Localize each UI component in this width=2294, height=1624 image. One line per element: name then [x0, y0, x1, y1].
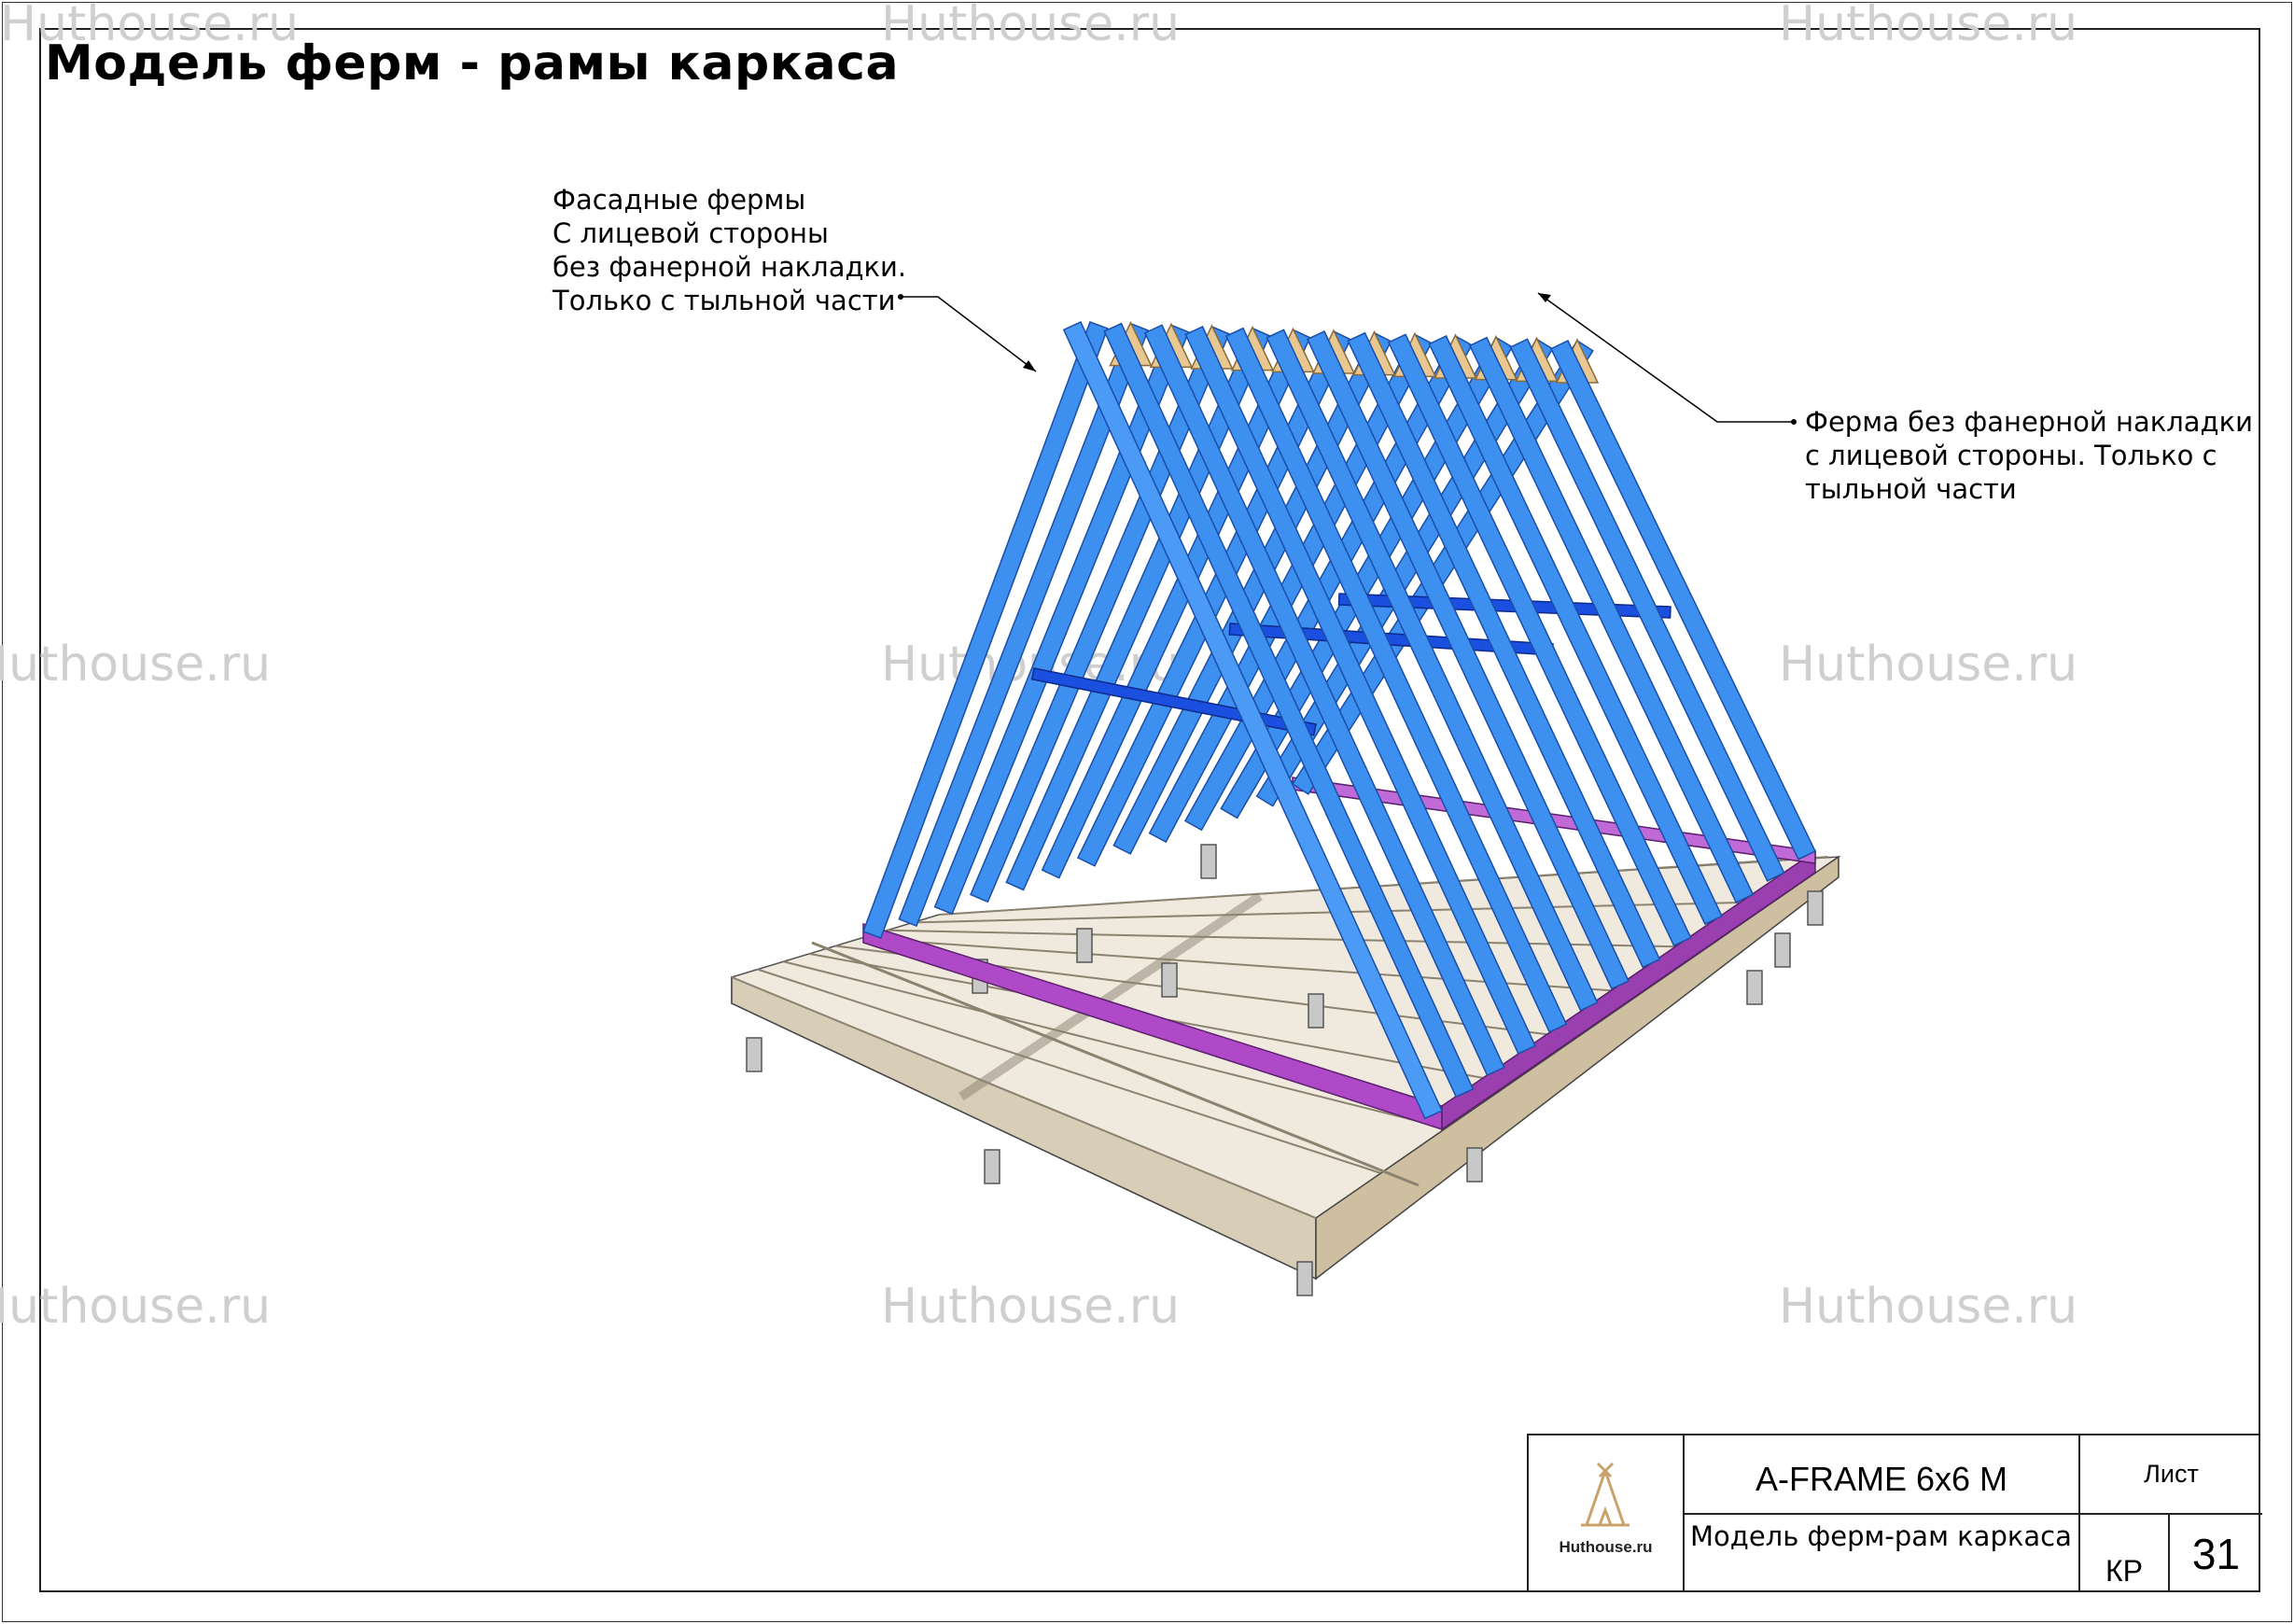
- rafter-left-leg: [1291, 339, 1594, 795]
- annotation-line: без фанерной накладки.: [553, 251, 907, 283]
- pile: [1076, 928, 1093, 963]
- floor-beam: [958, 891, 1263, 1101]
- leader-arrow-left: [1023, 360, 1036, 371]
- watermark: Huthouse.ru: [1779, 1279, 2078, 1335]
- leader-dot-right: [1791, 419, 1797, 425]
- page-title: Модель ферм - рамы каркаса: [45, 35, 900, 91]
- project-name: A-FRAME 6x6 M: [1685, 1435, 2080, 1515]
- pile: [1200, 844, 1217, 879]
- annotation-line: Ферма без фанерной накладки: [1805, 406, 2253, 438]
- annotation-line: с лицевой стороны. Только с: [1805, 440, 2217, 471]
- annotation-line: Фасадные фермы: [553, 184, 806, 216]
- rafter-right-leg: [1184, 326, 1536, 1055]
- leader-line-right: [1537, 292, 1794, 423]
- annotation-line: тыльной части: [1805, 473, 2017, 505]
- floor-joist: [757, 968, 1380, 1174]
- rafter-left-leg: [898, 322, 1150, 928]
- title-block: Huthouse.ru A-FRAME 6x6 M Модель ферм-ра…: [1527, 1434, 2262, 1592]
- leader-dot-left: [898, 294, 903, 300]
- rafter-right-leg: [1306, 330, 1630, 990]
- watermark: Huthouse.ru: [1779, 637, 2078, 693]
- annotation-facade-trusses: Фасадные фермы С лицевой стороны без фан…: [553, 183, 906, 317]
- leader-arrow-right: [1538, 293, 1551, 302]
- rafter-left-leg: [933, 324, 1190, 916]
- rafter-right-leg: [1509, 338, 1785, 882]
- pile: [1296, 1261, 1313, 1296]
- leader-line-left: [901, 296, 1037, 372]
- annotation-line: Только с тыльной части: [553, 285, 896, 316]
- rafter-right-leg: [1549, 339, 1817, 861]
- rafter-right-leg: [1224, 327, 1568, 1033]
- watermark: Huthouse.ru: [0, 637, 272, 693]
- rafter-right-leg: [1266, 329, 1599, 1012]
- sheet-frame: [39, 28, 2260, 1592]
- rafter-right-leg: [1387, 333, 1692, 947]
- pile: [1746, 970, 1763, 1005]
- watermark: Huthouse.ru: [0, 1279, 272, 1335]
- rafter-left-leg: [862, 321, 1109, 939]
- annotation-line: С лицевой стороны: [553, 217, 829, 249]
- logo-cell: Huthouse.ru: [1529, 1435, 1685, 1592]
- annotation-leaders: [898, 292, 1797, 425]
- section-code: КР: [2080, 1515, 2170, 1592]
- pile: [1774, 932, 1791, 968]
- rafter-right-leg: [1468, 336, 1755, 903]
- pile: [1161, 962, 1178, 998]
- watermark: Huthouse.ru: [881, 0, 1181, 52]
- pile: [1807, 890, 1824, 926]
- floor-joist: [731, 976, 1317, 1219]
- rafter-right-leg: [1143, 324, 1505, 1077]
- pile: [984, 1149, 1000, 1184]
- pile: [1308, 993, 1324, 1029]
- watermark: Huthouse.ru: [1779, 0, 2078, 52]
- watermark: Huthouse.ru: [881, 1279, 1181, 1335]
- rafter-right-leg: [1103, 322, 1475, 1099]
- rafter-right-leg: [1062, 321, 1443, 1120]
- rafter-right-leg: [1347, 331, 1661, 969]
- watermark: Huthouse.ru: [0, 0, 300, 52]
- rafter-left-leg: [970, 326, 1230, 903]
- floor-beam: [811, 941, 1420, 1187]
- sheet-description: Модель ферм-рам каркаса: [1685, 1515, 2080, 1592]
- truss-rafters: [862, 320, 1817, 1120]
- annotation-truss-no-plywood: Ферма без фанерной накладки с лицевой ст…: [1805, 405, 2253, 506]
- pile: [746, 1037, 762, 1072]
- pile: [1466, 1147, 1483, 1183]
- sheet-label: Лист: [2080, 1435, 2262, 1515]
- floor-joist: [783, 960, 1445, 1129]
- rafter-right-leg: [1428, 335, 1723, 926]
- sheet-number: 31: [2191, 1529, 2241, 1578]
- teepee-logo-icon: [1581, 1462, 1630, 1527]
- logo-text: Huthouse.ru: [1559, 1538, 1653, 1556]
